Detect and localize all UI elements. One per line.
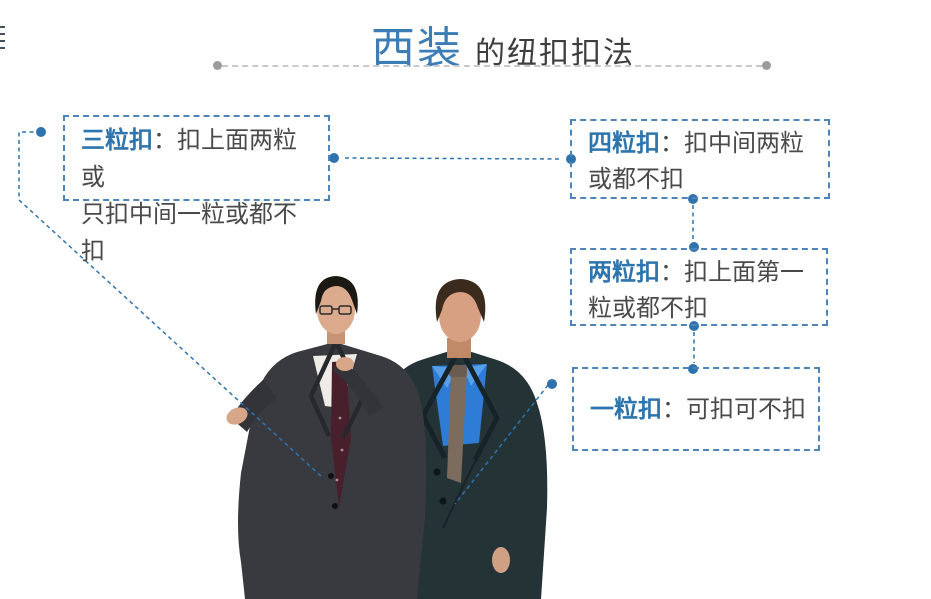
title-accent: 西装 bbox=[371, 24, 463, 73]
connector-three-to-four bbox=[344, 157, 563, 160]
callout-four-button: 四粒扣：扣中间两粒 或都不扣 bbox=[570, 119, 830, 199]
page-title: 西装的纽扣扣法 bbox=[75, 12, 931, 76]
man-left-figure bbox=[226, 276, 427, 599]
dot-three-right bbox=[329, 153, 339, 163]
title-divider-line bbox=[222, 65, 762, 67]
callout-desc: 扣上面第一 粒或都不扣 bbox=[588, 259, 804, 322]
dot-three-left bbox=[36, 127, 46, 137]
callout-desc: 扣上面两粒或 只扣中间一粒或都不扣 bbox=[81, 127, 297, 265]
callout-desc: 扣中间两粒 或都不扣 bbox=[588, 130, 804, 193]
callout-desc: 可扣可不扣 bbox=[686, 395, 806, 423]
callout-three-button: 三粒扣：扣上面两粒或 只扣中间一粒或都不扣 bbox=[63, 115, 330, 265]
divider-dot-right bbox=[762, 61, 771, 70]
callout-label: 一粒扣 bbox=[590, 395, 662, 423]
callout-label: 三粒扣 bbox=[81, 127, 153, 154]
callout-one-button: 一粒扣：可扣可不扣 bbox=[572, 367, 820, 451]
photo-two-businessmen bbox=[226, 276, 548, 599]
title-rest: 的纽扣扣法 bbox=[475, 37, 635, 70]
callout-label: 四粒扣 bbox=[588, 130, 660, 157]
edge-clipped-glyph bbox=[0, 26, 6, 52]
callout-two-button: 两粒扣：扣上面第一 粒或都不扣 bbox=[570, 248, 828, 326]
divider-dot-left bbox=[213, 61, 222, 70]
callout-label: 两粒扣 bbox=[588, 259, 660, 286]
